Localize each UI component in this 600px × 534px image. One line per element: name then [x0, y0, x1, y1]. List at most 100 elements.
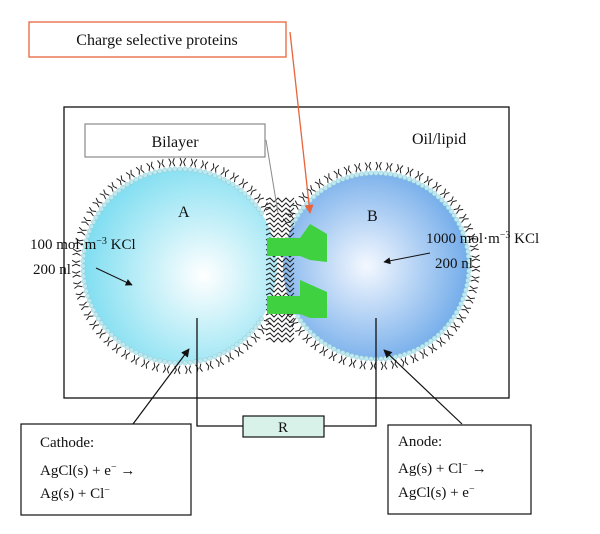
lipid-head: [88, 302, 94, 309]
lipid-tail: [352, 359, 357, 368]
anode-pointer: [383, 349, 463, 425]
lipid-tail: [380, 361, 384, 371]
lipid-tail: [125, 172, 131, 180]
lipid-tail: [156, 363, 160, 372]
lipid-tail: [465, 227, 474, 232]
lipid-head: [326, 343, 333, 350]
lipid-tail: [73, 281, 82, 285]
lipid-tail: [461, 309, 470, 314]
lipid-tail: [238, 178, 244, 186]
lipid-head: [415, 180, 421, 186]
oil-lipid-label: Oil/lipid: [412, 131, 466, 148]
lipid-head: [392, 172, 398, 178]
lipid-tail: [81, 221, 89, 226]
protein-channel-upper: [267, 224, 327, 262]
lipid-tail: [99, 332, 106, 339]
lipid-tail: [140, 359, 145, 368]
lipid-tail: [260, 202, 268, 208]
lipid-head: [202, 169, 208, 175]
lipid-tail: [200, 160, 204, 169]
lipid-tail: [378, 161, 382, 171]
lipid-head: [344, 175, 350, 181]
lipid-tail: [103, 189, 110, 196]
lipid-tail: [368, 161, 372, 171]
lipid-tail: [111, 343, 118, 351]
lipid-head: [363, 355, 369, 362]
lipid-head: [295, 314, 301, 320]
lipid-tail: [83, 216, 91, 222]
lipid-head: [80, 253, 87, 259]
lipid-tail: [107, 185, 114, 192]
lipid-tail: [71, 263, 81, 267]
lipid-tail: [353, 164, 358, 173]
charge-selective-proteins-arrow: [289, 31, 314, 214]
lipid-tail: [285, 313, 293, 319]
lipid-tail: [432, 181, 438, 189]
lipid-tail: [470, 279, 479, 283]
lipid-tail: [323, 348, 329, 357]
lipid-tail: [74, 242, 83, 246]
lipid-head: [182, 166, 188, 172]
lipid-tail: [298, 195, 306, 203]
lipid-tail: [363, 361, 367, 370]
bilayer-lipid-line: [265, 267, 295, 273]
bilayer-lipid-line: [265, 317, 295, 323]
lipid-tail: [400, 358, 405, 367]
lipid-tail: [220, 167, 225, 175]
lipid-tail: [423, 175, 429, 184]
lipid-head: [460, 296, 466, 302]
lipid-tail: [209, 361, 214, 370]
lipid-tail: [423, 349, 429, 357]
lipid-tail: [229, 172, 235, 180]
lipid-head: [80, 258, 86, 264]
lipid-tail: [205, 362, 210, 371]
lipid-tail: [145, 360, 150, 369]
lipid-monolayer-b-heads: [290, 170, 472, 362]
lipid-tail: [89, 320, 97, 326]
lipid-tail: [471, 275, 480, 279]
lipid-tail: [291, 204, 299, 210]
lipid-head: [242, 191, 248, 197]
lipid-head: [258, 210, 264, 216]
lipid-head: [307, 329, 313, 335]
lipid-head: [128, 347, 135, 353]
anode-title: Anode:: [398, 434, 442, 450]
lipid-head: [234, 184, 240, 191]
lipid-head: [147, 171, 153, 177]
lipid-tail: [370, 361, 374, 371]
lipid-tail: [443, 333, 450, 340]
lipid-head: [182, 360, 188, 366]
lipid-head: [221, 177, 227, 183]
lipid-tail: [260, 324, 268, 330]
anode-box: [387, 424, 532, 515]
lipid-head: [411, 348, 417, 354]
lipid-head: [378, 170, 384, 176]
lipid-tail: [375, 161, 379, 171]
lipid-tail: [470, 248, 479, 252]
lipid-head: [116, 188, 122, 194]
lipid-head: [431, 335, 438, 341]
lipid-tail: [161, 159, 165, 168]
lipid-tail: [431, 343, 438, 351]
lipid-head: [411, 178, 417, 184]
lipid-tail: [80, 306, 89, 311]
lipid-head: [93, 214, 99, 221]
lipid-tail: [72, 274, 81, 278]
lipid-head: [354, 172, 360, 178]
lipid-head: [93, 311, 99, 318]
lipid-head: [465, 273, 472, 279]
lipid-tail: [151, 362, 156, 371]
protein-channel-lower: [267, 280, 327, 318]
lipid-tail: [468, 237, 477, 242]
droplet-a-pointer: [95, 267, 133, 286]
lipid-head: [249, 198, 255, 204]
lipid-head: [216, 174, 223, 180]
lipid-tail: [157, 160, 161, 169]
bilayer-lipid-line: [265, 217, 295, 223]
lipid-head: [255, 206, 262, 212]
cathode-box: [20, 423, 192, 516]
resistor-label: R: [278, 420, 288, 436]
lipid-head: [225, 179, 232, 185]
lipid-head: [98, 320, 105, 326]
lipid-tail: [120, 349, 126, 358]
